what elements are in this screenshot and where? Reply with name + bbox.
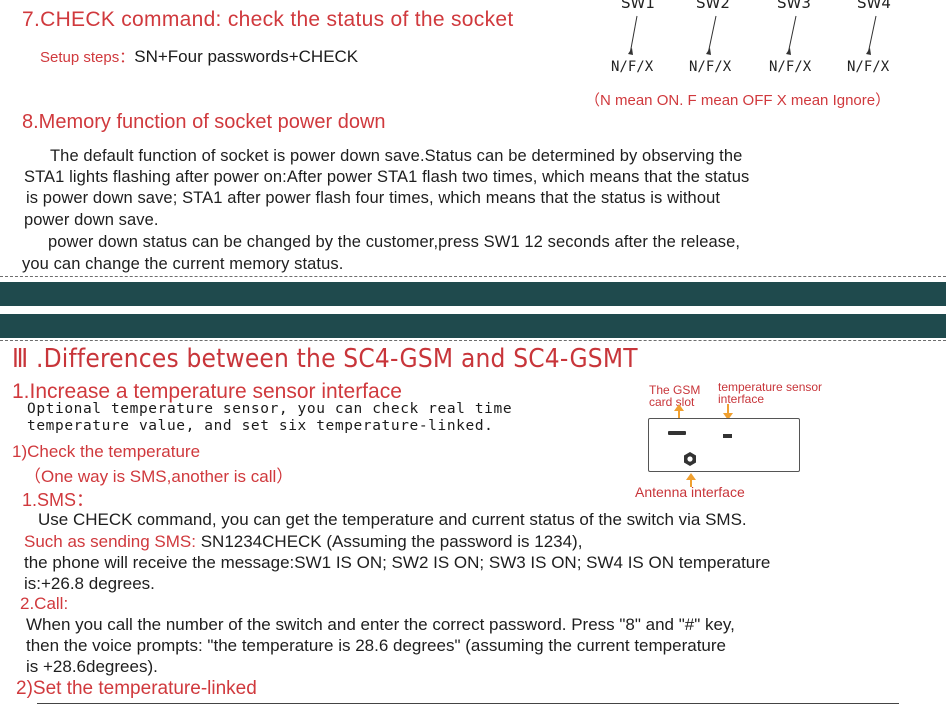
arrow-head-icon [866,48,871,55]
mono-line: Optional temperature sensor, you can che… [27,401,513,417]
paragraph-line: is power down save; STA1 after power fla… [26,189,721,207]
pointer-line [707,15,717,55]
switch-legend: （N mean ON. F mean OFF X mean Ignore） [585,92,891,109]
arrow-up-icon [674,404,684,411]
switch-value: N/F/X [847,59,890,75]
arrow-up-icon [686,473,696,480]
gsm-card-slot-label: The GSM card slot [649,384,700,408]
gsm-label-line: card slot [649,395,695,409]
call-line: When you call the number of the switch a… [26,615,735,634]
switch-value: N/F/X [769,59,812,75]
call-line: then the voice prompts: "the temperature… [26,636,726,655]
switch-label: SW1 [621,0,655,12]
pointer-line [787,15,797,55]
sensor-port [723,434,732,438]
pointer-line [629,15,638,55]
setup-steps: Setup steps：SN+Four passwords+CHECK [40,46,358,67]
sms-title: 1.SMS： [22,490,95,510]
section-3-title: Ⅲ .Differences between the SC4-GSM and S… [12,344,638,374]
setup-steps-label: Setup steps： [40,49,135,66]
arrow-down-icon [723,413,733,420]
set-temperature-title: 2)Set the temperature-linked [16,678,257,699]
gsm-label-line: The GSM [649,383,701,397]
temp-label-line: temperature sensor [718,380,823,394]
arrow-head-icon [706,48,711,55]
arrow-head-icon [628,48,633,55]
gsm-card-slot [668,431,686,435]
diagram-arrows [674,404,733,420]
antenna-arrow [686,473,696,487]
example-line: Such as sending SMS: SN1234CHECK (Assumi… [24,532,582,552]
check-temperature-title: 1)Check the temperature [12,442,201,461]
pointer-line [867,15,877,55]
switch-label: SW2 [696,0,730,12]
paragraph-line: you can change the current memory status… [22,255,344,273]
device-body [648,418,800,472]
arrow-shaft [678,410,680,420]
temp-label-line: interface [718,392,765,406]
subsection-1-title: 1.Increase a temperature sensor interfac… [12,380,402,403]
switch-label: SW3 [777,0,811,12]
section-7-title: 7.CHECK command: check the status of the… [22,8,514,31]
temperature-sensor-label: temperature sensor interface [718,381,822,405]
call-line: is +28.6degrees). [26,657,158,676]
receive-line: is:+26.8 degrees. [24,574,155,593]
setup-steps-text: SN+Four passwords+CHECK [134,47,359,66]
arrow-head-icon [786,48,791,55]
arrow-shaft [727,404,729,414]
section-8-title: 8.Memory function of socket power down [22,111,386,133]
sms-line: Use CHECK command, you can get the tempe… [38,510,747,529]
switch-label: SW4 [857,0,891,12]
section-band [0,314,946,338]
antenna-connector-icon [684,452,696,466]
section-band [0,282,946,306]
table-top-border [37,703,899,704]
antenna-interface-label: Antenna interface [635,484,745,500]
call-title: 2.Call: [20,594,69,613]
paragraph-line: power down save. [24,211,159,229]
dashed-divider [0,340,946,341]
paragraph-line: power down status can be changed by the … [48,233,741,251]
switch-value: N/F/X [689,59,732,75]
example-label: Such as sending SMS: [24,532,196,551]
example-text: SN1234CHECK (Assuming the password is 12… [195,532,583,551]
paragraph-line: The default function of socket is power … [50,147,743,165]
switch-pointer-lines [628,15,877,55]
dashed-divider [0,276,946,277]
paragraph-line: STA1 lights flashing after power on:Afte… [24,168,750,186]
mono-line: temperature value, and set six temperatu… [27,418,494,434]
switch-value: N/F/X [611,59,654,75]
check-temperature-subtitle: （One way is SMS,another is call） [24,467,294,486]
receive-line: the phone will receive the message:SW1 I… [24,553,771,572]
